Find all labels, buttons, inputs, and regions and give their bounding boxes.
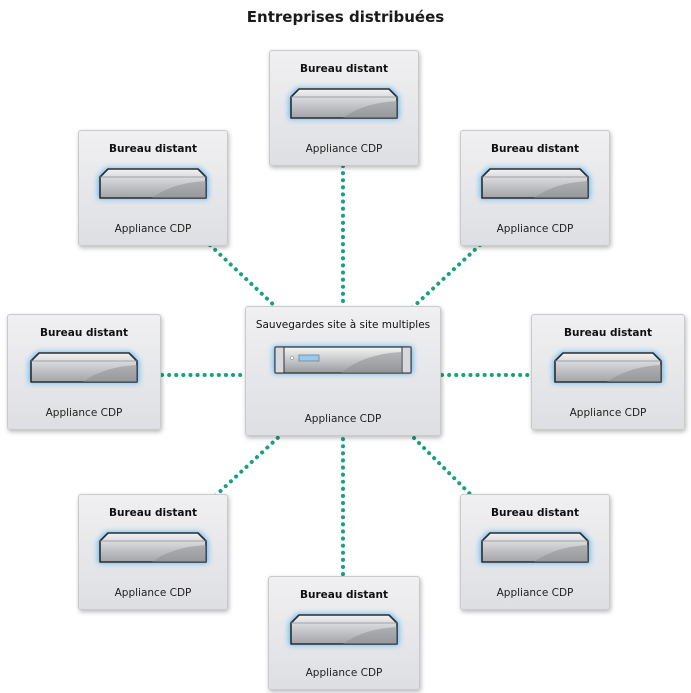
remote-office-title: Bureau distant	[109, 507, 197, 519]
connector-bottom-right	[407, 431, 475, 499]
storage-appliance-icon	[92, 525, 214, 573]
remote-office-title: Bureau distant	[300, 63, 388, 75]
storage-appliance-icon	[474, 161, 596, 209]
connector-top-right	[409, 243, 482, 311]
remote-office-bottom-right: Bureau distant Appliance CDP	[460, 494, 610, 610]
appliance-label: Appliance CDP	[45, 407, 123, 419]
appliance-label: Appliance CDP	[114, 587, 192, 599]
remote-office-title: Bureau distant	[564, 327, 652, 339]
remote-office-bottom: Bureau distant Appliance CDP	[268, 576, 420, 690]
appliance-label: Appliance CDP	[114, 223, 192, 235]
remote-office-top-right: Bureau distant Appliance CDP	[460, 130, 610, 246]
diagram-title: Entreprises distribuées	[246, 8, 445, 26]
appliance-label: Appliance CDP	[305, 143, 383, 155]
storage-appliance-icon	[23, 345, 145, 393]
appliance-label: Appliance CDP	[496, 223, 574, 235]
remote-office-title: Bureau distant	[40, 327, 128, 339]
hub-label: Appliance CDP	[304, 413, 382, 425]
storage-appliance-icon	[283, 607, 405, 655]
remote-office-title: Bureau distant	[491, 143, 579, 155]
hub-title: Sauvegardes site à site multiples	[255, 319, 431, 331]
remote-office-top: Bureau distant Appliance CDP	[269, 50, 419, 166]
appliance-label: Appliance CDP	[305, 667, 383, 679]
connector-bottom-left	[212, 431, 285, 499]
remote-office-title: Bureau distant	[491, 507, 579, 519]
central-hub: Sauvegardes site à site multiples Appli	[245, 306, 441, 436]
remote-office-title: Bureau distant	[109, 143, 197, 155]
storage-appliance-icon	[283, 81, 405, 129]
storage-appliance-icon	[474, 525, 596, 573]
remote-office-left: Bureau distant Appliance CDP	[7, 314, 161, 430]
storage-appliance-icon	[547, 345, 669, 393]
appliance-label: Appliance CDP	[569, 407, 647, 419]
storage-appliance-icon	[92, 161, 214, 209]
remote-office-top-left: Bureau distant Appliance CDP	[78, 130, 228, 246]
rack-server-icon	[267, 338, 419, 384]
appliance-label: Appliance CDP	[496, 587, 574, 599]
remote-office-title: Bureau distant	[300, 589, 388, 601]
remote-office-right: Bureau distant Appliance CDP	[531, 314, 685, 430]
connector-top-left	[208, 243, 280, 311]
remote-office-bottom-left: Bureau distant Appliance CDP	[78, 494, 228, 610]
